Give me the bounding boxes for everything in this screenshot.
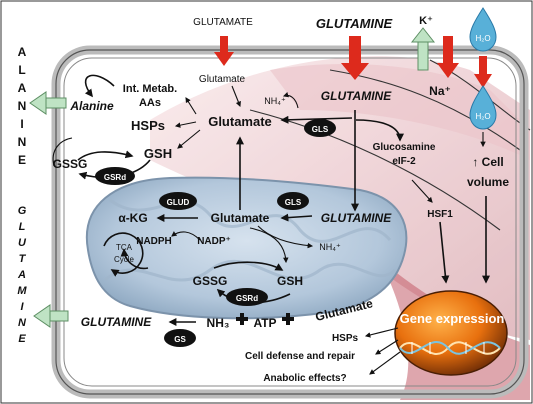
green-arrow-alanine-out	[29, 91, 67, 115]
label-k-ion: K⁺	[419, 15, 433, 27]
label-gsh-mito: GSH	[277, 274, 303, 288]
label-hsf1: HSF1	[427, 209, 453, 220]
enzyme-gls-cytosol	[304, 119, 336, 137]
red-arrow-glutamate-in	[214, 36, 234, 66]
red-arrow-water-in	[474, 56, 492, 88]
gene-expression-label: Gene expression	[400, 311, 505, 326]
label-eif2: eIF-2	[392, 156, 416, 167]
label-hsps-bottom: HSPs	[332, 333, 359, 344]
label-alanine: Alanine	[69, 99, 114, 113]
label-glutamate-in: Glutamate	[199, 74, 246, 85]
water-droplet-top	[469, 7, 497, 52]
label-gls-mito: GLS	[285, 198, 302, 207]
cell-membrane-line	[55, 49, 525, 395]
label-glucosamine: Glucosamine	[373, 142, 436, 153]
label-gs: GS	[174, 335, 186, 344]
red-arrow-glutamine-in	[341, 36, 369, 80]
label-glutamine-extracellular: GLUTAMINE	[316, 16, 393, 31]
svg-text:M: M	[17, 285, 27, 297]
label-anabolic-effects: Anabolic effects?	[263, 373, 346, 384]
label-nh4-mito: NH₄⁺	[319, 242, 341, 252]
green-arrow-k-out	[410, 27, 436, 71]
label-nh4-cytosol: NH₄⁺	[264, 96, 286, 106]
label-na-ion: Na⁺	[429, 84, 451, 98]
label-glutamine-mito: GLUTAMINE	[321, 211, 392, 225]
plus-sign-1	[236, 313, 248, 325]
svg-text:A: A	[18, 81, 27, 95]
enzyme-gsrd-cytosol	[95, 167, 135, 185]
label-gssg-cytosol: GSSG	[53, 157, 88, 171]
label-cell-volume-2: volume	[467, 175, 509, 189]
svg-text:G: G	[18, 205, 27, 217]
label-hsps-cytosol: HSPs	[131, 118, 165, 133]
label-glutamine-cytosol: GLUTAMINE	[321, 89, 392, 103]
label-aas: AAs	[139, 97, 161, 109]
red-arrow-na-in	[437, 36, 459, 78]
label-gsrd-mito: GSRd	[236, 294, 258, 303]
svg-text:I: I	[20, 301, 24, 313]
label-tca: TCA	[116, 243, 133, 252]
cell-membrane-inner	[63, 57, 517, 387]
label-cycle: Cycle	[114, 255, 135, 264]
label-glutamate-mito: Glutamate	[211, 211, 270, 225]
label-atp: ATP	[253, 316, 276, 330]
svg-text:N: N	[18, 135, 27, 149]
green-arrow-glutamine-out	[33, 304, 69, 328]
label-alanine-vertical: A L A N I N E	[18, 45, 27, 167]
label-gsrd-cytosol: GSRd	[104, 173, 126, 182]
label-cell-volume-1: ↑ Cell	[472, 155, 503, 169]
svg-text:N: N	[18, 317, 27, 329]
enzyme-gsrd-mito	[226, 288, 268, 306]
water-top-label: H₂O	[475, 34, 490, 43]
label-nadp: NADP⁺	[197, 236, 231, 247]
svg-text:N: N	[18, 99, 27, 113]
label-nh3: NH₃	[207, 316, 230, 330]
label-glud: GLUD	[167, 198, 190, 207]
svg-text:U: U	[18, 237, 27, 249]
label-int-metab: Int. Metab.	[123, 83, 177, 95]
label-glutamate-extracellular: GLUTAMATE	[193, 17, 253, 28]
svg-text:E: E	[18, 333, 26, 345]
svg-text:T: T	[19, 253, 27, 265]
svg-text:A: A	[17, 269, 26, 281]
water-droplet-inner	[469, 85, 497, 130]
svg-text:A: A	[18, 45, 27, 59]
label-glutamine-vertical: G L U T A M I N E	[17, 205, 27, 345]
label-akg: α-KG	[118, 211, 147, 225]
enzyme-glud	[159, 192, 197, 210]
label-gssg-mito: GSSG	[193, 274, 228, 288]
label-glutamate-main: Glutamate	[208, 114, 272, 129]
label-gsh-cytosol: GSH	[144, 146, 172, 161]
gene-expression-sphere	[394, 290, 508, 376]
label-glutamine-bottom: GLUTAMINE	[81, 315, 152, 329]
label-nadph: NADPH	[136, 236, 172, 247]
plus-sign-2	[282, 313, 294, 325]
water-inner-label: H₂O	[475, 112, 490, 121]
label-cell-defense: Cell defense and repair	[245, 351, 355, 362]
enzyme-gs	[164, 329, 196, 347]
label-gls-cytosol: GLS	[312, 125, 329, 134]
svg-text:I: I	[20, 117, 23, 131]
svg-text:L: L	[19, 221, 26, 233]
svg-text:L: L	[18, 63, 25, 77]
pathway-arrows	[52, 74, 490, 375]
enzyme-gls-mito	[277, 192, 309, 210]
svg-text:E: E	[18, 153, 26, 167]
mitochondrion	[85, 176, 408, 320]
